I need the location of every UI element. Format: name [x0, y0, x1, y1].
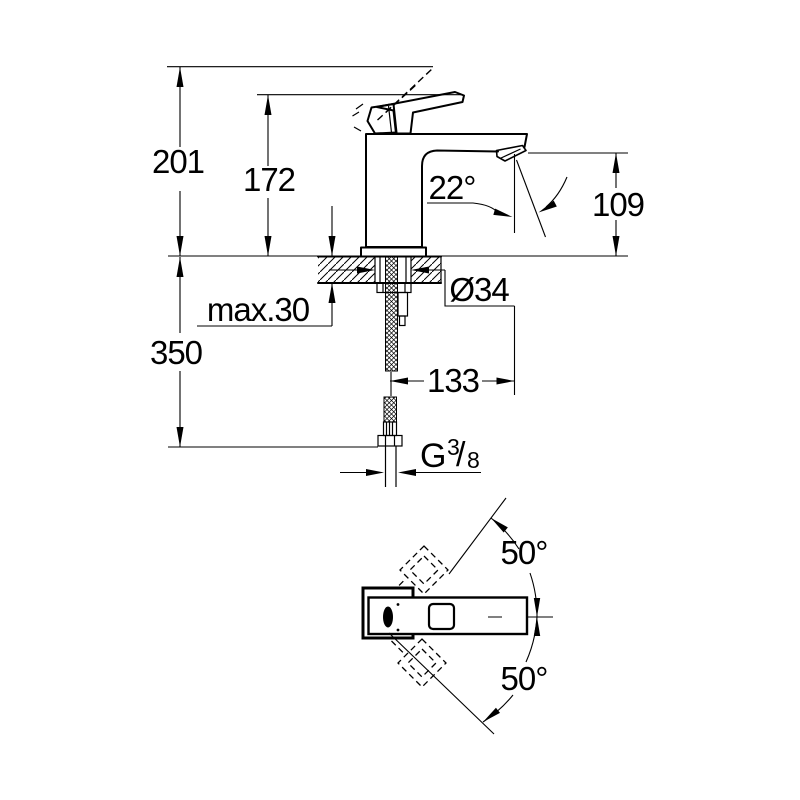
- dim-below-deck: 350: [150, 257, 204, 447]
- dim-max30-label: max.30: [207, 291, 310, 328]
- dim-spout-projection: 133: [390, 362, 515, 399]
- stream-angle-arc: [545, 176, 568, 208]
- extension-lines: [167, 66, 628, 448]
- dim-thread: G 3 / 8: [340, 434, 481, 476]
- supply-hose: [377, 256, 403, 487]
- water-stream-line: [515, 159, 547, 238]
- outlet-opening: [383, 606, 393, 628]
- dim-50deg-upper-label: 50°: [501, 534, 548, 571]
- dim-22deg-label: 22°: [429, 169, 476, 206]
- handle-lever: [352, 68, 465, 135]
- thread-slash: /: [456, 436, 466, 474]
- dim-133-label: 133: [427, 362, 479, 399]
- dim-lever-height: 172: [243, 95, 296, 256]
- side-view-faucet: [317, 68, 528, 487]
- dim-201-label: 201: [152, 143, 204, 180]
- thread-denominator-label: 8: [467, 447, 480, 473]
- swivel-ray-lower: [388, 632, 495, 735]
- dim-spout-angle: 22°: [427, 159, 568, 238]
- dim-hole-diameter: Ø34: [329, 266, 515, 308]
- top-view: 50° 50°: [361, 497, 553, 735]
- dim-109-label: 109: [592, 186, 644, 223]
- dim-outlet-height: 109: [592, 153, 645, 256]
- spout-cube-top: [427, 602, 456, 631]
- faucet-top-view: [361, 586, 529, 640]
- dim-350-label: 350: [150, 334, 203, 371]
- swivel-angle-dimension: 50° 50°: [388, 497, 553, 735]
- dim-172-label: 172: [243, 161, 295, 198]
- hose-nut: [377, 434, 403, 447]
- dim-50deg-lower-label: 50°: [501, 660, 548, 697]
- swivel-ray-upper: [448, 497, 507, 575]
- dim-deck-thickness: max.30: [197, 206, 336, 328]
- dim-dia34-label: Ø34: [449, 271, 509, 308]
- dimensions: 201 172 109 350 max.3: [150, 66, 645, 476]
- faucet-body: [360, 133, 528, 258]
- thread-g-label: G: [420, 437, 445, 475]
- dim-overall-height: 201: [152, 67, 205, 256]
- spout-aerator: [495, 144, 527, 162]
- thread-numerator-label: 3: [447, 434, 460, 460]
